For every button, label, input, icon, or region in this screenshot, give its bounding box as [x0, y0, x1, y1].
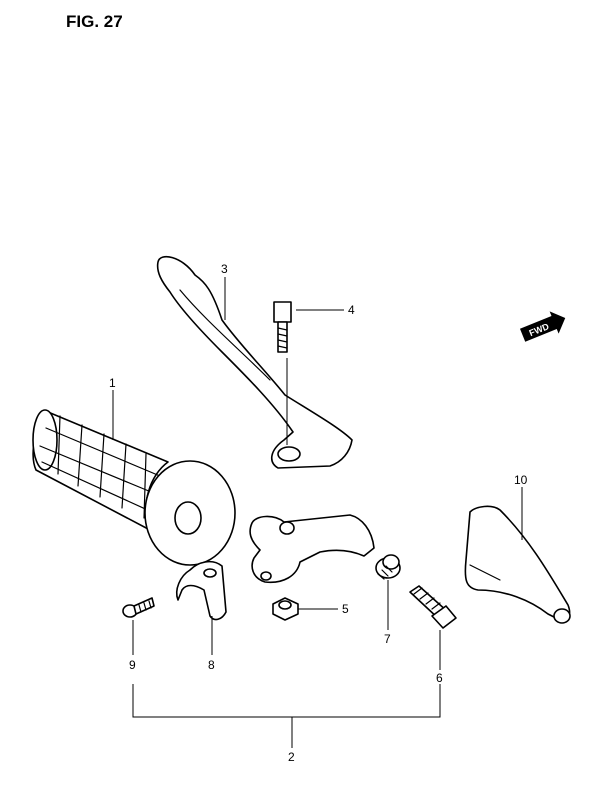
- lock-nut: [375, 554, 401, 580]
- leader-lines: [112, 277, 523, 748]
- callout-labels: 1 2 3 4 5 6 7 8 9 10: [109, 262, 528, 764]
- callout-10: 10: [514, 473, 528, 487]
- callout-7: 7: [384, 632, 391, 646]
- screw: [122, 597, 155, 618]
- callout-8: 8: [208, 658, 215, 672]
- lever-holder: [249, 514, 375, 584]
- clutch-lever: [156, 255, 353, 469]
- lever-cover: [464, 505, 571, 624]
- hex-nut: [272, 597, 299, 621]
- cable-adjuster: [409, 585, 457, 629]
- fwd-arrow-icon: FWD: [519, 311, 566, 342]
- handlebar-grip: [32, 409, 236, 566]
- callout-1: 1: [109, 376, 116, 390]
- pivot-bolt: [273, 301, 292, 445]
- callout-3: 3: [221, 262, 228, 276]
- figure-title: FIG. 27: [66, 12, 123, 31]
- callout-2: 2: [288, 750, 295, 764]
- callout-9: 9: [129, 658, 136, 672]
- clamp: [175, 560, 227, 621]
- callout-4: 4: [348, 303, 355, 317]
- callout-6: 6: [436, 671, 443, 685]
- callout-5: 5: [342, 602, 349, 616]
